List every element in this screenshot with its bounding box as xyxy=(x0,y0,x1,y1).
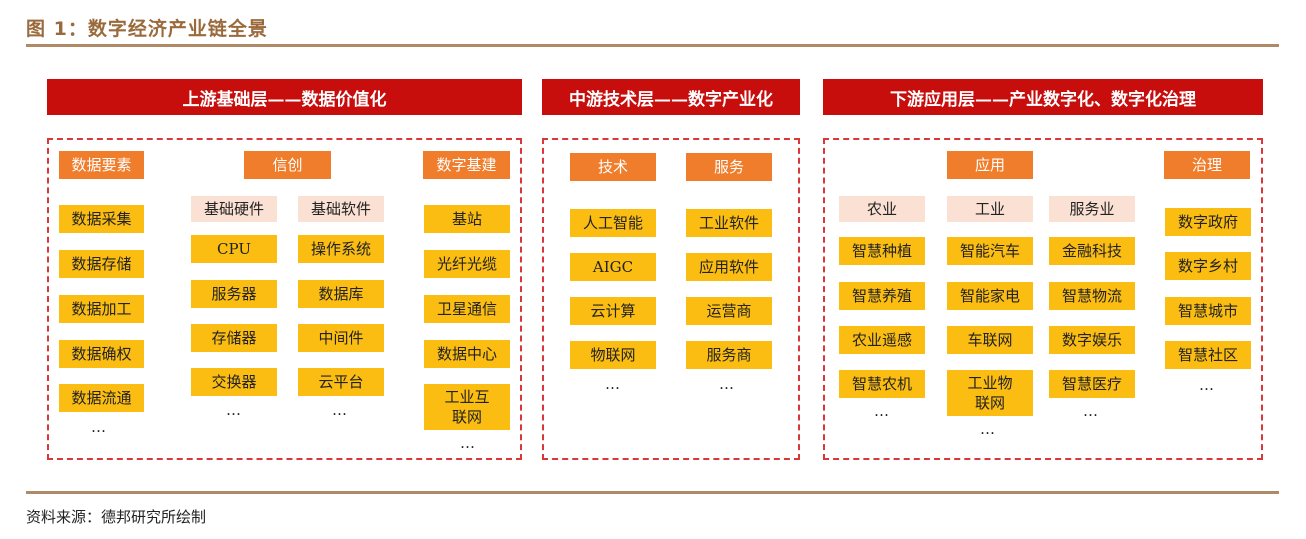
industry-more: … xyxy=(980,420,996,438)
services-item: 智慧医疗 xyxy=(1049,370,1135,398)
agriculture-item: 智慧种植 xyxy=(839,237,925,265)
downstream-header: 下游应用层——产业数字化、数字化治理 xyxy=(823,79,1263,115)
midstream-panel xyxy=(542,138,800,460)
software-item: 数据库 xyxy=(298,280,384,308)
data-elements-title: 数据要素 xyxy=(59,151,144,179)
agriculture-title: 农业 xyxy=(839,196,925,222)
bottom-rule xyxy=(26,491,1279,494)
tech-title: 技术 xyxy=(570,153,656,181)
services-item: 数字娱乐 xyxy=(1049,326,1135,354)
data-element-item: 数据采集 xyxy=(59,205,144,233)
upstream-panel xyxy=(47,138,522,460)
data-element-item: 数据确权 xyxy=(59,340,144,368)
agriculture-item: 智慧农机 xyxy=(839,370,925,398)
agriculture-item: 智慧养殖 xyxy=(839,282,925,310)
data-elements-more: … xyxy=(91,418,107,436)
governance-item: 智慧社区 xyxy=(1165,341,1251,369)
data-element-item: 数据流通 xyxy=(59,384,144,412)
governance-item: 数字政府 xyxy=(1165,208,1251,236)
downstream-panel xyxy=(823,138,1263,460)
agriculture-more: … xyxy=(874,402,890,420)
midstream-header: 中游技术层——数字产业化 xyxy=(542,79,800,115)
service-item: 运营商 xyxy=(686,297,772,325)
digital-infra-more: … xyxy=(460,434,476,452)
digital-infra-item: 数据中心 xyxy=(424,340,510,368)
hardware-item: CPU xyxy=(191,235,277,263)
services-title: 服务业 xyxy=(1049,196,1135,222)
basic-software-title: 基础软件 xyxy=(298,196,384,222)
governance-title: 治理 xyxy=(1164,151,1250,179)
data-element-item: 数据存储 xyxy=(59,250,144,278)
digital-infra-item: 工业互 联网 xyxy=(424,384,510,430)
industry-item: 智能汽车 xyxy=(947,237,1033,265)
service-item: 应用软件 xyxy=(686,253,772,281)
services-item: 智慧物流 xyxy=(1049,282,1135,310)
industry-item: 智能家电 xyxy=(947,282,1033,310)
source-note: 资料来源：德邦研究所绘制 xyxy=(26,508,207,526)
service-item: 服务商 xyxy=(686,341,772,369)
digital-infra-item: 卫星通信 xyxy=(424,295,510,323)
service-more: … xyxy=(719,375,735,393)
digital-infra-item: 光纤光缆 xyxy=(424,250,510,278)
tech-item: 人工智能 xyxy=(570,209,656,237)
figure-title: 图 1：数字经济产业链全景 xyxy=(26,18,268,40)
xinchuang-title: 信创 xyxy=(244,151,331,179)
governance-item: 智慧城市 xyxy=(1165,297,1251,325)
hardware-more: … xyxy=(226,401,242,419)
services-more: … xyxy=(1083,402,1099,420)
software-item: 中间件 xyxy=(298,324,384,352)
industry-item: 车联网 xyxy=(947,326,1033,354)
digital-infra-item: 基站 xyxy=(424,205,510,233)
application-title: 应用 xyxy=(947,151,1033,179)
hardware-item: 服务器 xyxy=(191,280,277,308)
software-item: 操作系统 xyxy=(298,235,384,263)
upstream-header: 上游基础层——数据价值化 xyxy=(47,79,522,115)
service-item: 工业软件 xyxy=(686,209,772,237)
tech-item: AIGC xyxy=(570,253,656,281)
tech-item: 云计算 xyxy=(570,297,656,325)
digital-infra-title: 数字基建 xyxy=(423,151,510,179)
software-more: … xyxy=(332,401,348,419)
tech-item: 物联网 xyxy=(570,341,656,369)
tech-more: … xyxy=(605,375,621,393)
top-rule xyxy=(26,44,1279,47)
hardware-item: 交换器 xyxy=(191,368,277,396)
services-item: 金融科技 xyxy=(1049,237,1135,265)
basic-hardware-title: 基础硬件 xyxy=(191,196,277,222)
governance-item: 数字乡村 xyxy=(1165,252,1251,280)
software-item: 云平台 xyxy=(298,368,384,396)
service-title: 服务 xyxy=(686,153,772,181)
governance-more: … xyxy=(1199,376,1215,394)
data-element-item: 数据加工 xyxy=(59,295,144,323)
agriculture-item: 农业遥感 xyxy=(839,326,925,354)
hardware-item: 存储器 xyxy=(191,324,277,352)
industry-title: 工业 xyxy=(947,196,1033,222)
industry-item: 工业物 联网 xyxy=(947,370,1033,416)
